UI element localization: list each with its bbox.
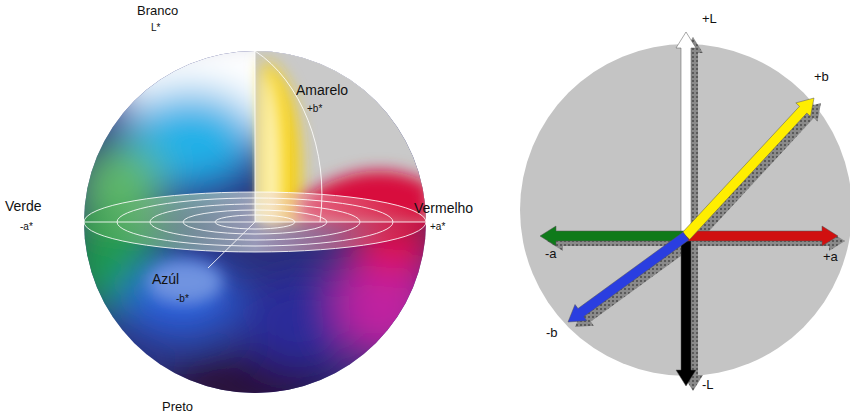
axis-label: +b <box>814 70 829 84</box>
sphere-label: +a* <box>430 221 445 232</box>
sphere-label: Amarelo <box>296 83 348 98</box>
sphere-label: +b* <box>307 103 322 114</box>
axis-arrow <box>676 236 696 386</box>
sphere-label: L* <box>151 22 160 33</box>
axis-arrow <box>540 226 686 246</box>
lab-axes <box>540 32 845 391</box>
axis-label: -L <box>702 378 714 392</box>
axis-label: -b <box>546 326 558 340</box>
sphere-label: -b* <box>176 293 189 304</box>
axis-shadow <box>575 237 696 327</box>
sphere-label: Verde <box>5 199 42 214</box>
color-sphere <box>65 20 440 415</box>
axis-arrow <box>568 232 689 322</box>
axis-arrow <box>682 98 814 239</box>
sphere-label: Branco <box>137 4 178 18</box>
axis-arrow <box>676 32 696 236</box>
sphere-label: Azúl <box>152 272 179 287</box>
sphere-label: Preto <box>162 400 193 414</box>
axis-label: -a <box>545 247 557 261</box>
sphere-label: -a* <box>20 221 33 232</box>
sphere-label: Vermelho <box>414 201 473 216</box>
axis-arrow <box>686 226 838 246</box>
axis-shadow <box>689 103 821 244</box>
axis-label: +L <box>702 12 717 26</box>
axis-label: +a <box>823 250 838 264</box>
latitude-rings <box>84 51 426 268</box>
